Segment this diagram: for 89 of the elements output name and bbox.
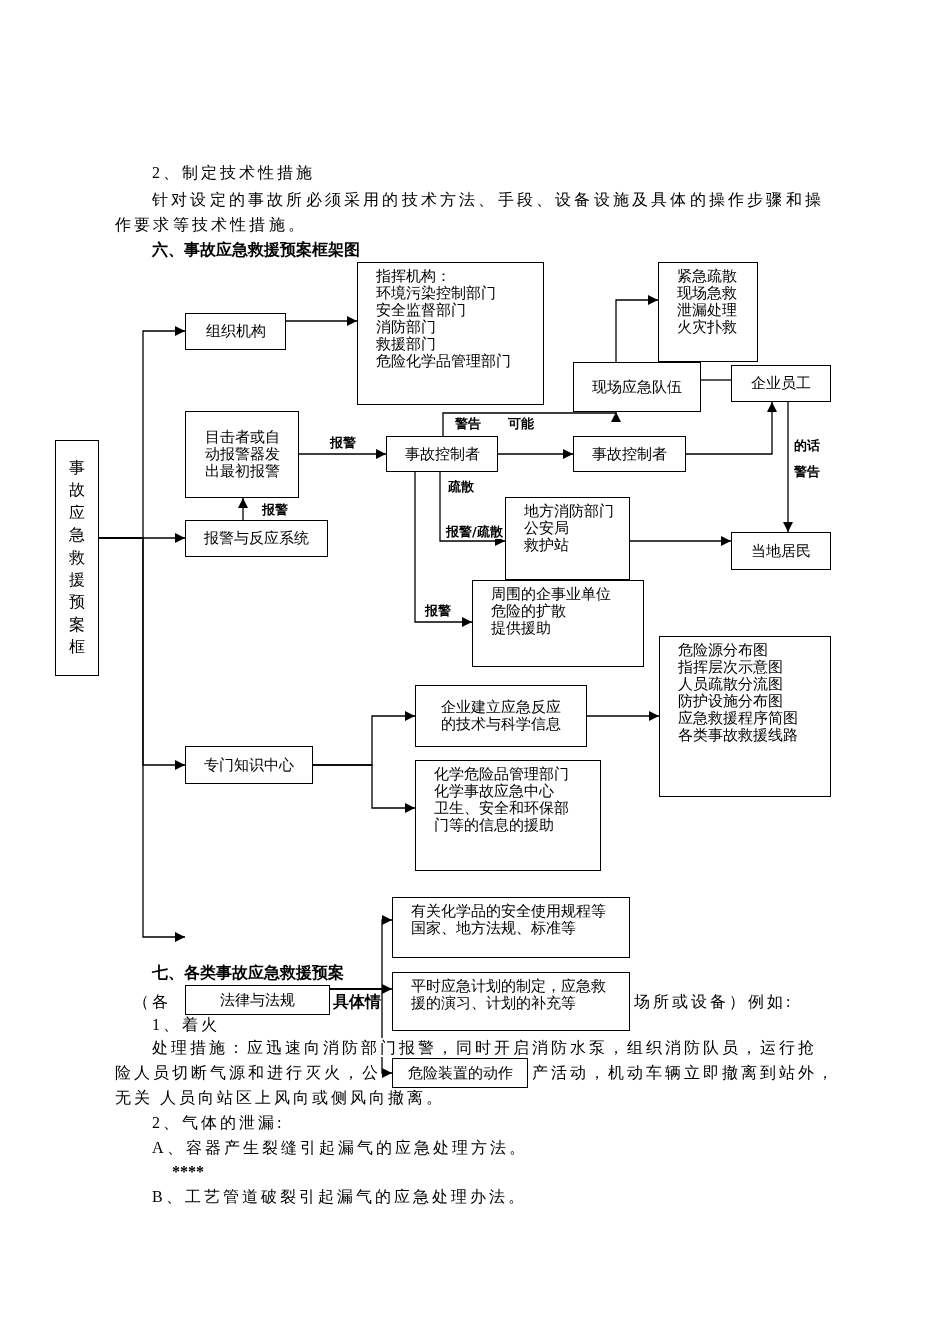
arrow (238, 497, 248, 521)
process-box (415, 685, 587, 747)
paragraph: 针对设定的事故所必须采用的技术方法、手段、设备设施及具体的操作步骤和操作要求等技术性措施。 (115, 190, 825, 235)
process-box (386, 436, 498, 472)
node-text: 卫生、安全和环保部门等的信息的援助 (434, 800, 570, 834)
node-text: 公安局 (524, 520, 569, 537)
node-text: 有关化学品的安全使用规程等 (411, 903, 606, 920)
process-box (659, 636, 831, 797)
process-box (573, 362, 701, 412)
process-box (55, 440, 99, 676)
node-text: 防护设施分布图 (678, 693, 783, 710)
note-label: 警告 (455, 416, 481, 431)
edge-label: 报警 (262, 502, 288, 517)
node-text: 化学危险品管理部门 (434, 766, 569, 783)
note-label: 的话 (794, 438, 820, 453)
arrow (586, 711, 660, 721)
arrow (615, 295, 659, 363)
arrow (329, 988, 393, 1078)
node-text: 报警与反应系统 (204, 530, 309, 547)
node-text: 危险装置的动作 (407, 1064, 513, 1082)
node-text: 救援部门 (376, 336, 436, 353)
note-label: 警告 (794, 464, 820, 479)
node-text: 危险源分布图 (678, 642, 768, 659)
node-text: 提供援助 (491, 620, 551, 637)
edge-label: 报警 (330, 435, 356, 450)
note-label: 疏散 (448, 479, 474, 494)
arrow (439, 471, 506, 546)
node-text: 消防部门 (376, 319, 436, 336)
process-box (731, 532, 831, 570)
arrow (629, 536, 732, 546)
node-text: 周围的企事业单位 (491, 586, 611, 603)
process-box (392, 1058, 528, 1088)
node-text: 化学事故应急中心 (434, 783, 554, 800)
arrow (497, 449, 574, 459)
node-text: 危险化学品管理部门 (376, 353, 511, 370)
connector-line (700, 379, 732, 381)
node-text: 紧急疏散 (677, 268, 737, 285)
process-box (357, 262, 544, 405)
node-text: 泄漏处理 (677, 302, 737, 319)
process-box (415, 760, 601, 871)
node-text: 国家、地方法规、标准等 (411, 920, 576, 937)
node-text: 人员疏散分流图 (678, 676, 783, 693)
node-text: 现场急救 (677, 285, 737, 302)
process-box (392, 897, 630, 958)
arrow (414, 471, 473, 627)
arrow (312, 764, 416, 813)
node-text: 事故控制者 (592, 445, 667, 463)
arrow (783, 401, 793, 533)
node-text: 救护站 (524, 537, 569, 554)
node-text: 现场应急队伍 (592, 378, 682, 396)
note-label: 可能 (508, 416, 534, 431)
section-heading: 七、各类事故应急救援预案 (152, 963, 344, 982)
node-text: 事故控制者 (404, 445, 480, 463)
arrow (298, 449, 387, 459)
process-box (505, 497, 630, 580)
edge-label: 报警/疏散 (446, 524, 503, 539)
process-box (658, 262, 758, 362)
node-text: 指挥机构： (376, 268, 451, 285)
node-text: 火灾扑救 (677, 319, 737, 336)
node-text: 应急救援程序简图 (678, 710, 798, 727)
node-text: 企业建立应急反应的技术与科学信息 (440, 699, 562, 733)
process-box (185, 520, 328, 557)
arrow (685, 401, 777, 455)
edge-label: 报警 (425, 603, 451, 618)
node-text: 专门知识中心 (204, 756, 294, 774)
arrow (442, 411, 621, 437)
node-text: 地方消防部门 (524, 503, 614, 520)
arrow (285, 316, 358, 326)
node-text: 各类事故救援线路 (678, 727, 798, 744)
process-box (185, 985, 330, 1015)
process-box (731, 365, 831, 402)
process-box (185, 313, 286, 350)
node-text: 组织机构 (205, 323, 266, 340)
node-text: 当地居民 (751, 542, 811, 560)
node-text: 法律与法规 (220, 991, 295, 1009)
process-box (392, 972, 630, 1031)
process-box (573, 436, 686, 472)
node-text: 企业员工 (751, 375, 811, 392)
node-text: 安全监督部门 (376, 302, 466, 319)
process-box (185, 746, 313, 784)
node-text: 事故应急救援预案框 (69, 458, 85, 658)
node-text: 目击者或自动报警器发出最初报警 (204, 429, 280, 480)
process-box (185, 411, 299, 498)
node-text: 环境污染控制部门 (376, 285, 496, 302)
node-text: 指挥层次示意图 (678, 659, 783, 676)
node-text: 危险的扩散 (491, 603, 566, 620)
node-text: 平时应急计划的制定，应急救援的演习、计划的补充等 (411, 978, 607, 1012)
process-box (472, 580, 644, 667)
section-heading: 六、事故应急救援预案框架图 (152, 240, 360, 259)
